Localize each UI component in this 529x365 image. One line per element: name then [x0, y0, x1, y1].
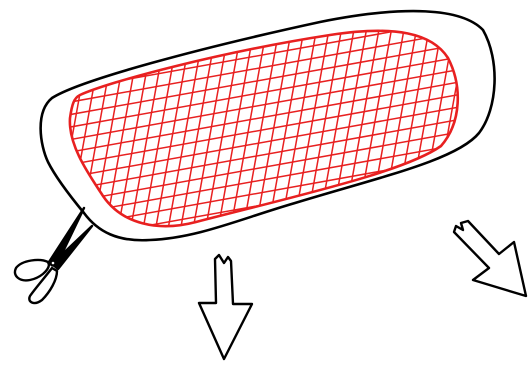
mesh-line-vertical [2, 10, 45, 250]
mesh-line-horizontal [40, 278, 480, 357]
mesh-line-horizontal [40, 266, 480, 345]
mesh-line-horizontal [40, 228, 480, 307]
mesh-line-vertical [0, 10, 20, 250]
mesh-line-horizontal [69, 127, 458, 209]
scissors-icon [13, 206, 94, 305]
mesh-line-horizontal [69, 30, 458, 109]
mesh-line-vertical [0, 10, 33, 250]
mesh-line-horizontal [69, 65, 458, 146]
mesh-line-horizontal [69, 102, 458, 184]
arrow-down-right-icon [452, 219, 528, 298]
mesh-line-horizontal [69, 115, 458, 196]
mesh-line-horizontal [40, 253, 480, 332]
mesh-line-horizontal [69, 52, 458, 134]
adhesive-patch-backing [39, 9, 496, 242]
mesh-line-horizontal [69, 77, 458, 159]
mesh-line-horizontal [69, 40, 458, 121]
arrow-down-icon [197, 253, 254, 361]
mesh-line-horizontal [69, 90, 458, 171]
mesh-line-horizontal [40, 241, 480, 320]
